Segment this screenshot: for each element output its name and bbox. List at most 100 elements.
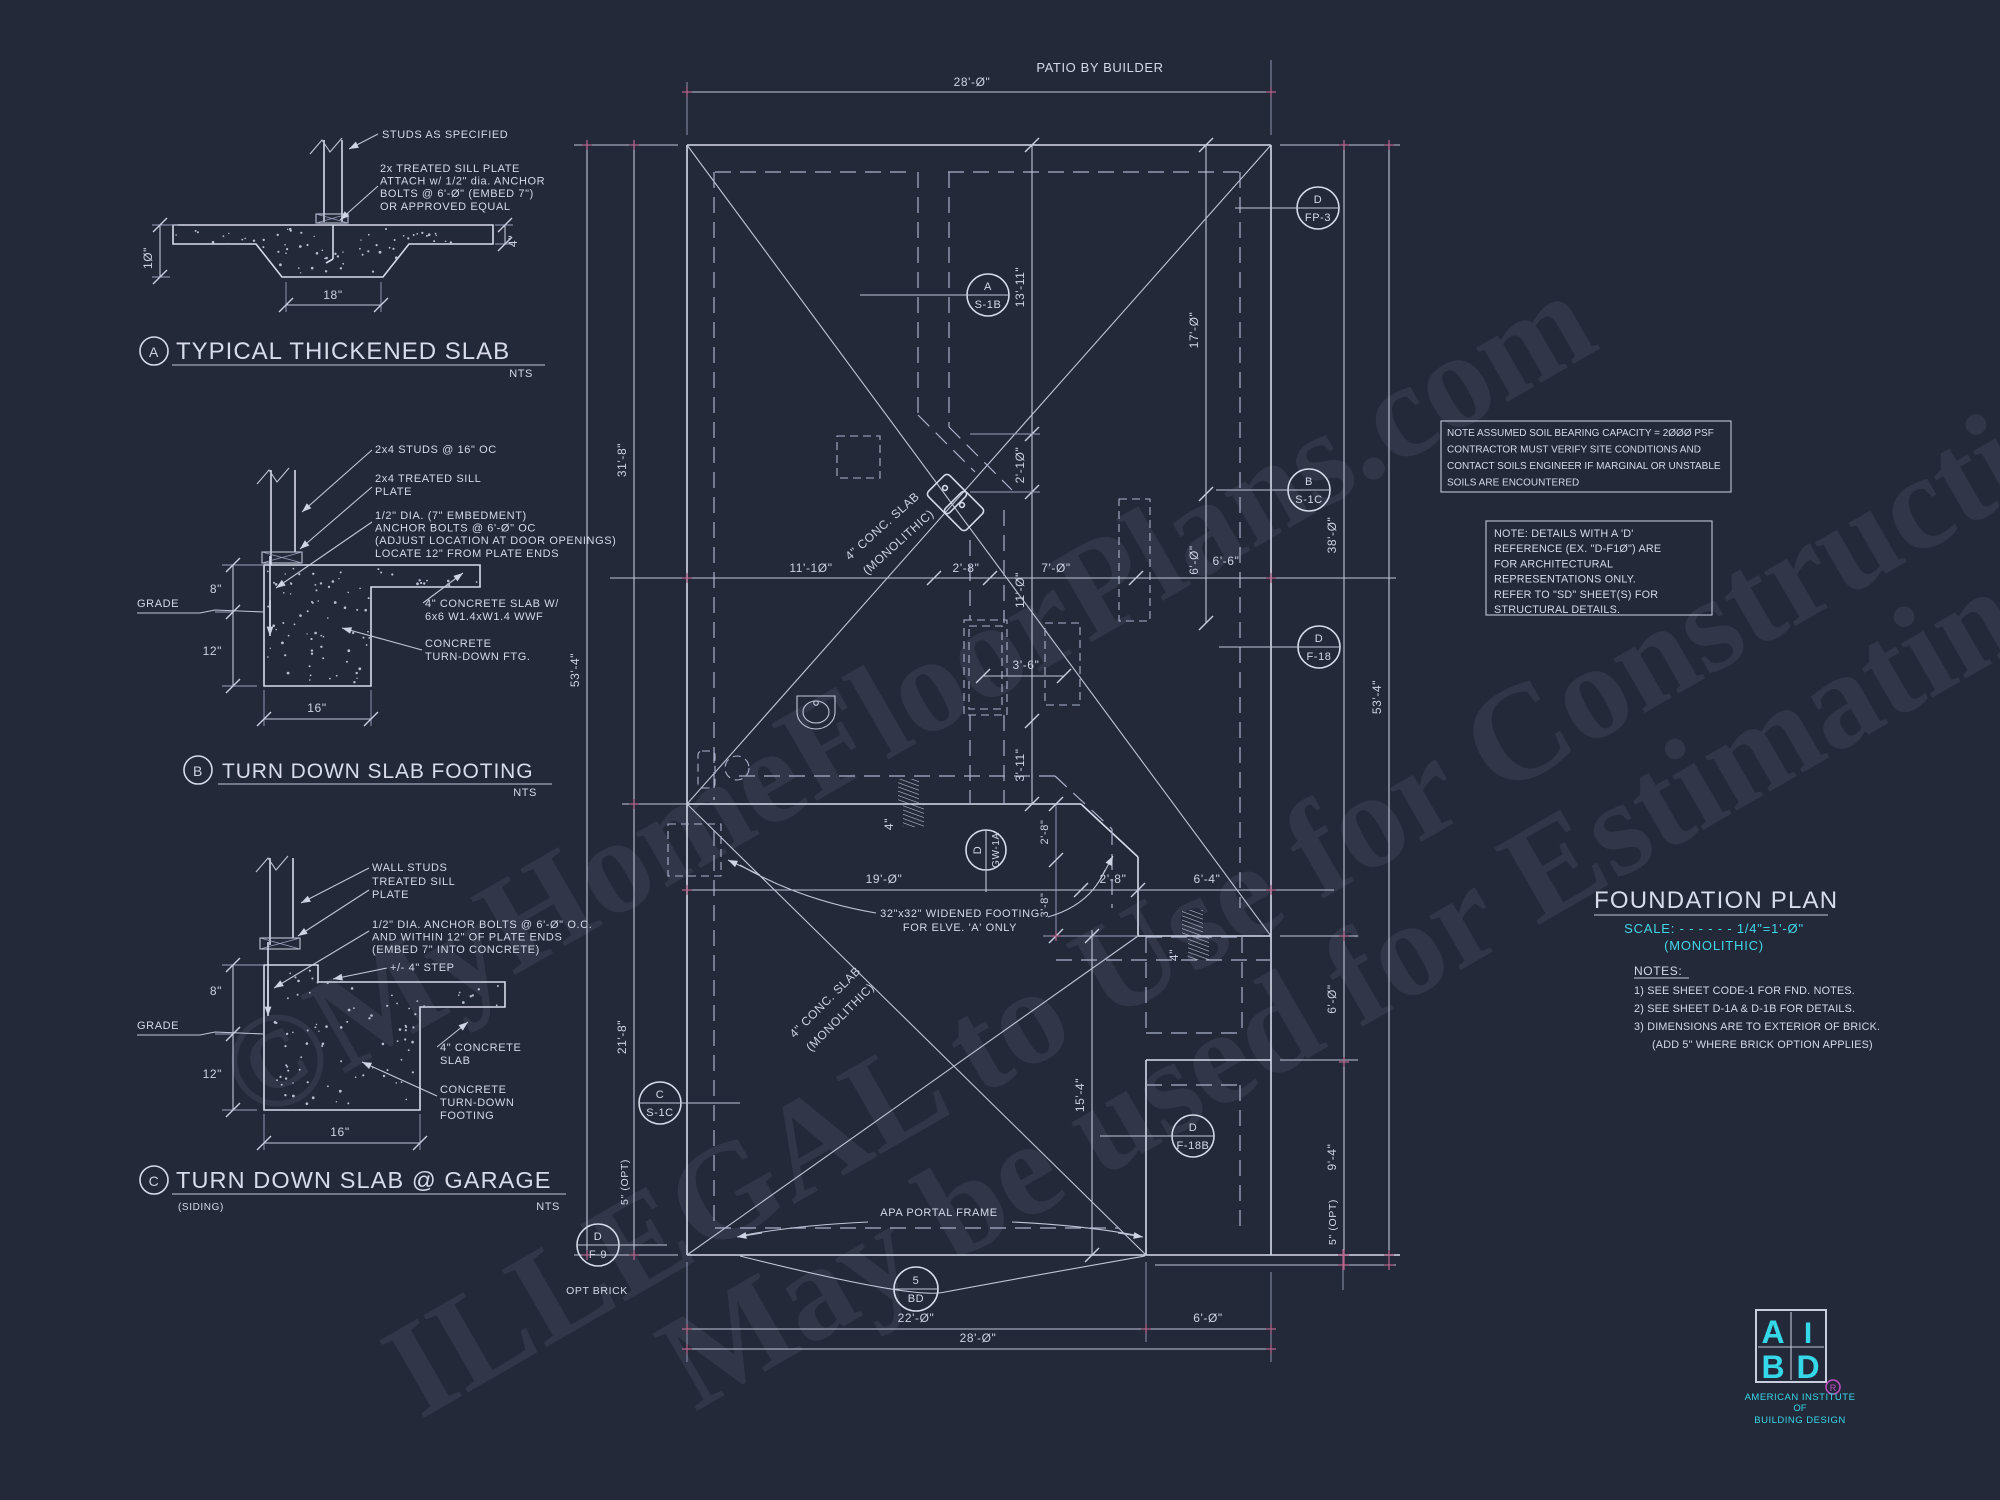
svg-text:3) DIMENSIONS ARE TO EXTERIOR: 3) DIMENSIONS ARE TO EXTERIOR OF BRICK. xyxy=(1634,1021,1880,1033)
svg-text:11'-Ø": 11'-Ø" xyxy=(1013,572,1027,608)
svg-text:OF: OF xyxy=(1793,1403,1806,1414)
svg-text:A: A xyxy=(984,281,992,293)
svg-text:NTS: NTS xyxy=(536,1201,560,1213)
svg-text:(EMBED 7" INTO CONCRETE): (EMBED 7" INTO CONCRETE) xyxy=(372,944,540,956)
svg-text:LOCATE 12" FROM PLATE ENDS: LOCATE 12" FROM PLATE ENDS xyxy=(375,548,559,560)
svg-text:CONCRETE: CONCRETE xyxy=(425,638,492,650)
svg-text:CONTACT SOILS ENGINEER IF MARG: CONTACT SOILS ENGINEER IF MARGINAL OR UN… xyxy=(1447,461,1721,472)
svg-text:+/- 4" STEP: +/- 4" STEP xyxy=(390,962,455,974)
svg-text:19'-Ø": 19'-Ø" xyxy=(866,872,903,886)
svg-text:28'-Ø": 28'-Ø" xyxy=(954,75,991,89)
svg-text:F-9: F-9 xyxy=(589,1249,607,1261)
svg-text:CONTRACTOR MUST VERIFY SITE CO: CONTRACTOR MUST VERIFY SITE CONDITIONS A… xyxy=(1447,445,1701,456)
svg-text:B: B xyxy=(1761,1349,1784,1385)
svg-text:(ADJUST LOCATION AT DOOR OPENI: (ADJUST LOCATION AT DOOR OPENINGS) xyxy=(375,535,616,547)
svg-text:SLAB: SLAB xyxy=(440,1055,471,1067)
svg-text:1/2" DIA. ANCHOR BOLTS @ 6'-Ø": 1/2" DIA. ANCHOR BOLTS @ 6'-Ø" O.C. xyxy=(372,919,592,931)
svg-text:S-1C: S-1C xyxy=(646,1107,673,1119)
svg-text:16": 16" xyxy=(307,701,326,715)
svg-text:TURN-DOWN: TURN-DOWN xyxy=(440,1097,514,1109)
svg-text:4" CONCRETE: 4" CONCRETE xyxy=(440,1042,521,1054)
svg-text:AND WITHIN 12" OF PLATE ENDS: AND WITHIN 12" OF PLATE ENDS xyxy=(372,932,562,944)
svg-text:2x4 STUDS @ 16" OC: 2x4 STUDS @ 16" OC xyxy=(375,444,497,456)
svg-text:BOLTS @ 6'-Ø" (EMBED 7"): BOLTS @ 6'-Ø" (EMBED 7") xyxy=(380,188,534,200)
svg-text:2x TREATED SILL PLATE: 2x TREATED SILL PLATE xyxy=(380,163,520,175)
svg-text:C: C xyxy=(149,1173,160,1189)
svg-text:F-18: F-18 xyxy=(1306,651,1331,663)
svg-text:FOR ARCHITECTURAL: FOR ARCHITECTURAL xyxy=(1494,558,1613,570)
svg-text:6'-Ø": 6'-Ø" xyxy=(1187,545,1201,575)
svg-text:REFERENCE (EX. "D-F1Ø") ARE: REFERENCE (EX. "D-F1Ø") ARE xyxy=(1494,543,1661,555)
svg-text:15'-4": 15'-4" xyxy=(1073,1078,1087,1112)
svg-text:NTS: NTS xyxy=(513,787,537,799)
svg-text:D: D xyxy=(594,1231,603,1243)
svg-text:B: B xyxy=(1305,476,1313,488)
svg-text:22'-Ø": 22'-Ø" xyxy=(898,1311,935,1325)
svg-text:STRUCTURAL DETAILS.: STRUCTURAL DETAILS. xyxy=(1494,604,1620,616)
svg-text:1/2" DIA. (7" EMBEDMENT): 1/2" DIA. (7" EMBEDMENT) xyxy=(375,510,527,522)
svg-text:(MONOLITHIC): (MONOLITHIC) xyxy=(1664,938,1764,953)
svg-text:2'-1Ø": 2'-1Ø" xyxy=(1013,447,1027,484)
svg-text:R: R xyxy=(1830,1383,1837,1393)
svg-text:1Ø": 1Ø" xyxy=(141,247,155,269)
svg-text:ATTACH w/ 1/2" dia. ANCHOR: ATTACH w/ 1/2" dia. ANCHOR xyxy=(380,176,545,188)
svg-text:3'-8": 3'-8" xyxy=(1039,893,1051,918)
svg-text:5: 5 xyxy=(913,1275,920,1287)
svg-text:APA PORTAL FRAME: APA PORTAL FRAME xyxy=(880,1207,997,1219)
svg-text:C: C xyxy=(656,1089,665,1101)
svg-text:6'-Ø": 6'-Ø" xyxy=(1325,984,1339,1014)
svg-text:5" (OPT): 5" (OPT) xyxy=(1327,1199,1339,1245)
svg-text:FOR ELVE. 'A' ONLY: FOR ELVE. 'A' ONLY xyxy=(903,922,1017,934)
svg-text:2'-8": 2'-8" xyxy=(1100,872,1127,886)
svg-text:STUDS AS SPECIFIED: STUDS AS SPECIFIED xyxy=(382,129,508,141)
svg-text:1) SEE SHEET CODE-1 FOR FND.: 1) SEE SHEET CODE-1 FOR FND. NOTES. xyxy=(1634,985,1855,997)
svg-text:32"x32" WIDENED FOOTING: 32"x32" WIDENED FOOTING xyxy=(880,908,1040,920)
svg-text:2) SEE SHEET D-1A & D-1B FOR: 2) SEE SHEET D-1A & D-1B FOR DETAILS. xyxy=(1634,1003,1855,1015)
svg-text:PLATE: PLATE xyxy=(375,486,412,498)
svg-text:6'-Ø": 6'-Ø" xyxy=(1193,1311,1223,1325)
svg-text:6'-4": 6'-4" xyxy=(1194,872,1221,886)
svg-text:TURN-DOWN FTG.: TURN-DOWN FTG. xyxy=(425,651,531,663)
svg-text:3'-6": 3'-6" xyxy=(1013,658,1040,672)
svg-text:ANCHOR BOLTS @ 6'-Ø" OC: ANCHOR BOLTS @ 6'-Ø" OC xyxy=(375,523,536,535)
svg-text:FOUNDATION PLAN: FOUNDATION PLAN xyxy=(1594,887,1838,914)
svg-text:NTS: NTS xyxy=(509,368,533,380)
svg-text:8": 8" xyxy=(210,984,222,998)
svg-text:16": 16" xyxy=(330,1125,349,1139)
svg-text:5" (OPT): 5" (OPT) xyxy=(619,1159,631,1205)
svg-text:FOOTING: FOOTING xyxy=(440,1110,494,1122)
svg-text:D: D xyxy=(1796,1349,1819,1385)
svg-text:REFER TO "SD" SHEET(S) FOR: REFER TO "SD" SHEET(S) FOR xyxy=(1494,589,1658,601)
svg-text:D: D xyxy=(1315,633,1324,645)
svg-text:4": 4" xyxy=(506,235,520,247)
svg-text:2x4 TREATED SILL: 2x4 TREATED SILL xyxy=(375,473,481,485)
svg-text:NOTES:: NOTES: xyxy=(1634,964,1682,978)
svg-text:F-18B: F-18B xyxy=(1177,1140,1210,1152)
svg-text:28'-Ø": 28'-Ø" xyxy=(960,1331,997,1345)
svg-text:17'-Ø": 17'-Ø" xyxy=(1187,312,1201,349)
svg-text:SOILS ARE ENCOUNTERED: SOILS ARE ENCOUNTERED xyxy=(1447,478,1579,489)
svg-text:8": 8" xyxy=(210,582,222,596)
svg-text:D: D xyxy=(1189,1122,1198,1134)
svg-text:4": 4" xyxy=(882,818,896,830)
svg-text:TURN DOWN SLAB @ GARAGE: TURN DOWN SLAB @ GARAGE xyxy=(176,1167,552,1193)
svg-text:FP-3: FP-3 xyxy=(1305,212,1331,224)
svg-text:13'-11": 13'-11" xyxy=(1013,267,1027,308)
svg-text:7'-Ø": 7'-Ø" xyxy=(1041,561,1071,575)
svg-text:3'-11": 3'-11" xyxy=(1013,748,1027,781)
svg-text:NOTE: DETAILS WITH A 'D': NOTE: DETAILS WITH A 'D' xyxy=(1494,528,1634,540)
svg-text:11'-1Ø": 11'-1Ø" xyxy=(789,561,832,575)
svg-text:4" CONCRETE SLAB W/: 4" CONCRETE SLAB W/ xyxy=(425,598,559,610)
svg-text:31'-8": 31'-8" xyxy=(615,443,629,477)
svg-text:(SIDING): (SIDING) xyxy=(178,1202,224,1213)
svg-text:I: I xyxy=(1804,1317,1812,1350)
svg-text:S-1C: S-1C xyxy=(1295,494,1322,506)
svg-text:CONCRETE: CONCRETE xyxy=(440,1084,507,1096)
svg-text:TURN DOWN SLAB FOOTING: TURN DOWN SLAB FOOTING xyxy=(222,760,533,783)
svg-text:21'-8": 21'-8" xyxy=(615,1020,629,1054)
svg-text:BUILDING DESIGN: BUILDING DESIGN xyxy=(1754,1415,1845,1426)
svg-text:6'-6": 6'-6" xyxy=(1213,554,1240,568)
svg-text:B: B xyxy=(193,763,203,779)
svg-text:PATIO BY BUILDER: PATIO BY BUILDER xyxy=(1036,60,1163,75)
svg-text:GRADE: GRADE xyxy=(137,598,179,610)
